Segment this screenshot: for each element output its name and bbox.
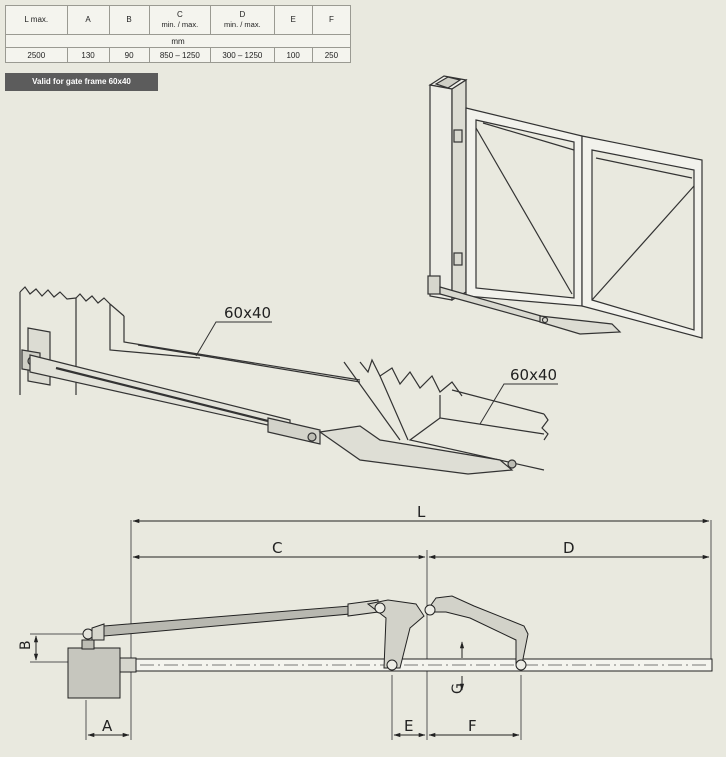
profile-label-2: 60x40 bbox=[510, 366, 557, 384]
actuator-arm bbox=[91, 599, 379, 641]
value-c: 850 – 1250 bbox=[148, 47, 212, 63]
value-e: 100 bbox=[273, 47, 313, 63]
value-b: 90 bbox=[108, 47, 150, 63]
frame-note-badge: Valid for gate frame 60x40 bbox=[5, 73, 158, 91]
value-f: 250 bbox=[311, 47, 352, 63]
dim-label-L: L bbox=[417, 503, 426, 521]
operator-arm bbox=[29, 354, 517, 475]
dim-label-G: G bbox=[450, 683, 466, 694]
wall-break-edge bbox=[19, 286, 77, 300]
motor-body bbox=[67, 647, 121, 699]
profile-label-1: 60x40 bbox=[224, 304, 271, 322]
crank-lever bbox=[366, 595, 529, 671]
dim-label-B: B bbox=[18, 640, 34, 650]
gate-frame-upper bbox=[75, 293, 361, 383]
value-a: 130 bbox=[66, 47, 110, 63]
gate-leaf-left bbox=[465, 107, 583, 307]
dim-label-D: D bbox=[563, 539, 575, 557]
dim-label-A: A bbox=[102, 717, 113, 735]
gate-post bbox=[428, 75, 468, 302]
gate-leaf-right bbox=[581, 135, 703, 339]
leader-line-1 bbox=[195, 321, 272, 357]
specs-values-row: 2500 130 90 850 – 1250 300 – 1250 100 25… bbox=[5, 47, 352, 63]
gate-view bbox=[427, 75, 703, 339]
leader-line-2 bbox=[479, 383, 558, 425]
header-lmax: L max. bbox=[5, 5, 68, 35]
dim-label-C: C bbox=[272, 539, 282, 557]
gate-operator bbox=[427, 275, 622, 335]
value-d: 300 – 1250 bbox=[210, 47, 275, 63]
header-b: B bbox=[108, 5, 150, 35]
dimension-drawing bbox=[30, 518, 713, 740]
dim-label-E: E bbox=[404, 717, 413, 735]
perspective-view bbox=[19, 286, 558, 475]
header-e: E bbox=[273, 5, 313, 35]
dim-label-F: F bbox=[468, 717, 477, 735]
gate-frame-lower bbox=[343, 358, 549, 471]
